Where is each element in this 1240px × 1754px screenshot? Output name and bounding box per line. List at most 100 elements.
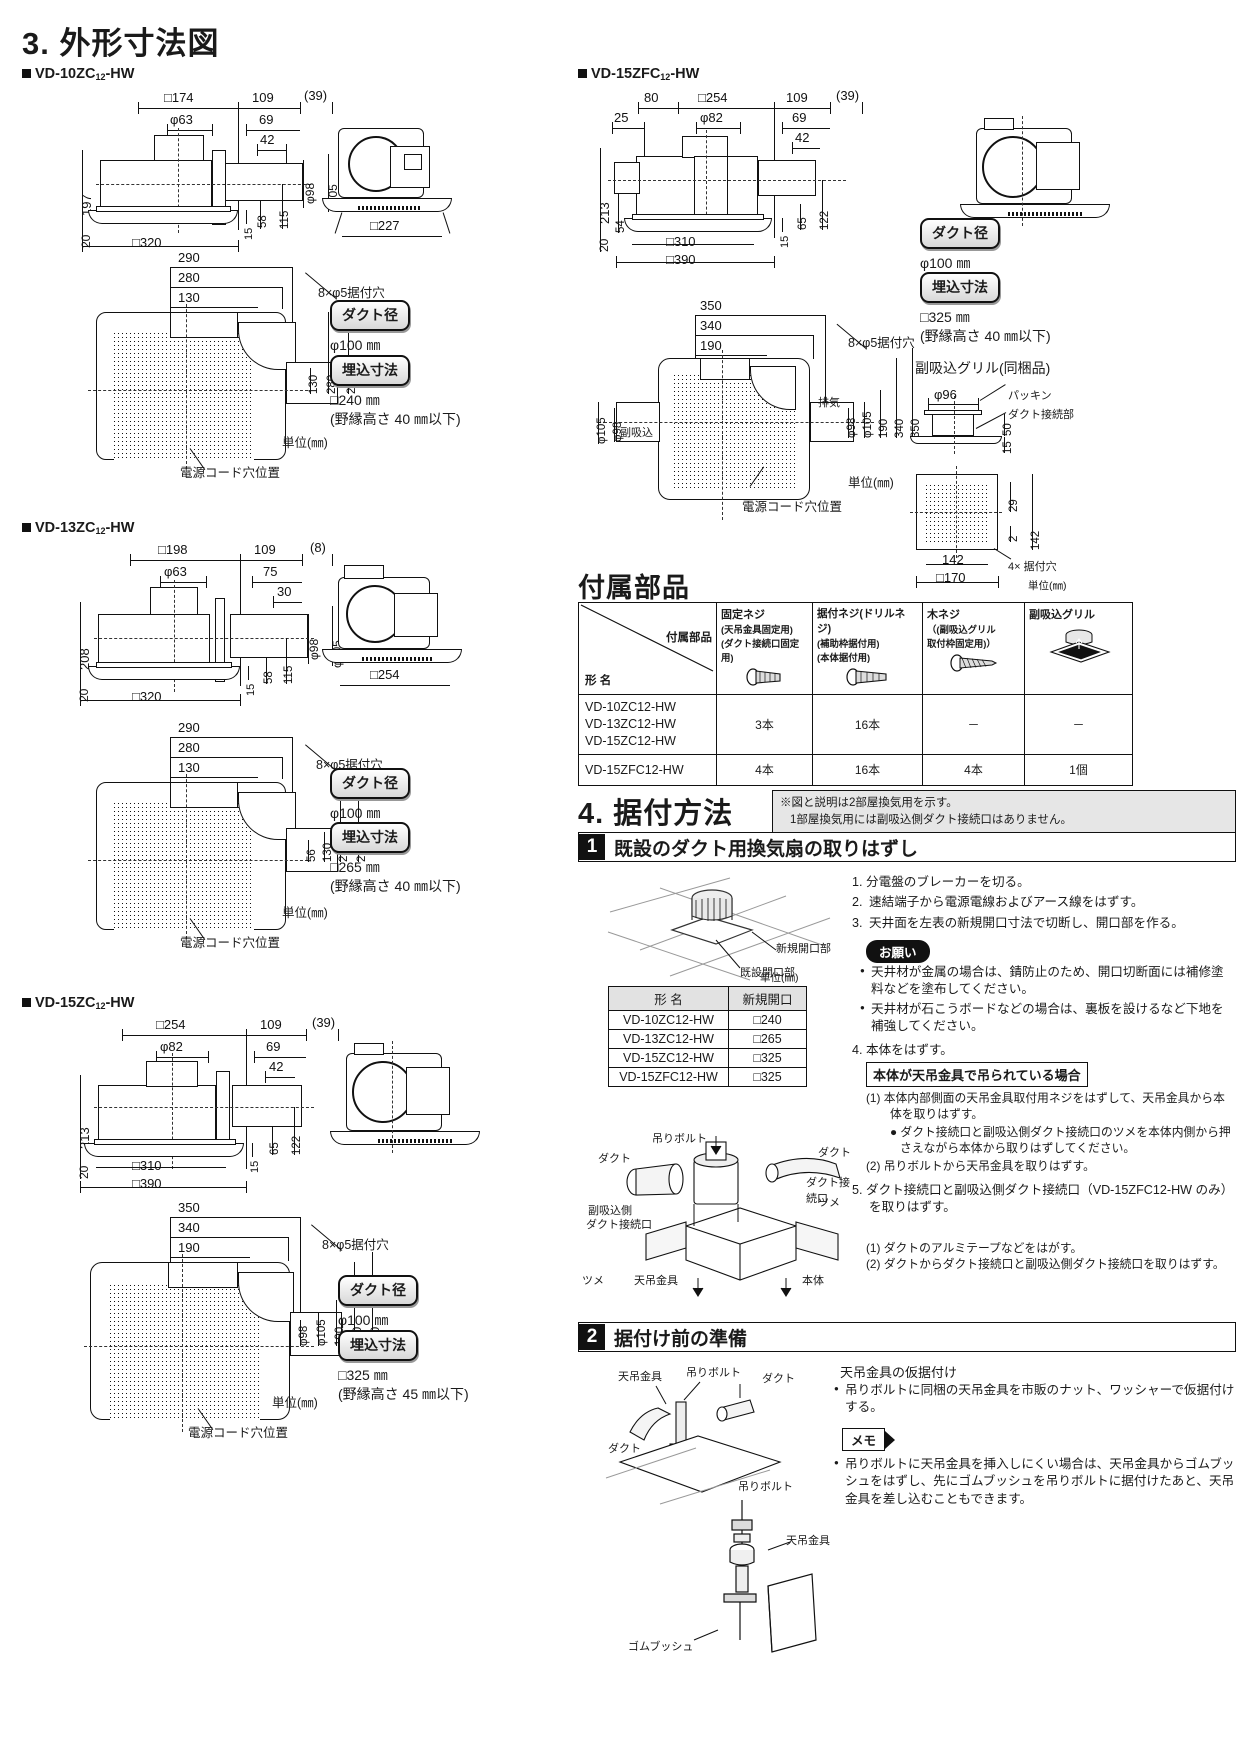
dim-390-d: □390: [666, 252, 696, 267]
step-1-boxtitle-wrap: 本体が天吊金具で吊られている場合: [866, 1062, 1088, 1087]
embed-size-note: (野縁高さ 40 ㎜以下): [330, 877, 461, 894]
parts-col-drill-screw: 据付ネジ(ドリルネジ) (補助枠据付用) (本体据付用): [812, 602, 923, 695]
dim-20-d: 20: [597, 238, 611, 252]
unit-label-3: 単位(㎜): [272, 1396, 318, 1410]
hanging-bolt-label-2: 吊りボルト: [686, 1367, 741, 1379]
parts-corner-row-label: 形 名: [585, 675, 612, 687]
main-body-label: 本体: [802, 1275, 824, 1287]
bullet-square-icon: [22, 69, 31, 78]
dim-phi82-d: φ82: [700, 110, 723, 125]
vd15zc-side-view: □254 109 (39) φ82 69 42 213 20 65 122 15: [60, 1015, 560, 1193]
dim-122-d: 122: [819, 210, 831, 230]
dim-390: □390: [132, 1176, 162, 1191]
step-1-item-2: 2.2. 速結端子から電源電線およびアース線をはずす。 速結端子から電源電線およ…: [852, 895, 1144, 910]
vd15zfc-duct-pill-group: ダクト径 φ100 ㎜: [920, 218, 1000, 273]
dim-310: □310: [132, 1158, 162, 1173]
vd10zc-right-view: □227: [320, 110, 500, 240]
dim-190-right-d: 190: [878, 418, 890, 438]
dim-30: 30: [277, 584, 292, 599]
existing-opening-label: 既設開口部: [740, 967, 795, 979]
opening-cell-model: VD-15ZC12-HW: [608, 1048, 729, 1068]
dim-340-top-d: 340: [700, 318, 722, 333]
section-3-heading: 3. 外形寸法図: [22, 26, 220, 61]
dim-174: □174: [164, 90, 194, 105]
opening-col-size: 新規開口: [728, 986, 807, 1011]
parts-cell: －: [1024, 694, 1133, 755]
parts-heading: 付属部品: [578, 573, 690, 603]
ceiling-bracket-label-2: 天吊金具: [618, 1371, 662, 1383]
vd15zfc-right-view: [960, 110, 1140, 250]
opening-cell-size: □325: [728, 1048, 807, 1068]
wood-screw-icon: [927, 652, 1020, 677]
onegai-badge: お願い: [866, 940, 930, 963]
dim-310-d: □310: [666, 234, 696, 249]
duct-label-2a: ダクト: [762, 1373, 795, 1385]
dim-142-h: 142: [942, 552, 964, 567]
duct-diameter-pill: ダクト径: [920, 218, 1000, 249]
dim-42-c: 42: [269, 1059, 284, 1074]
table-row: VD-13ZC12-HW □265: [608, 1029, 807, 1049]
embed-size-note: (野縁高さ 45 ㎜以下): [338, 1385, 469, 1402]
step-2-title: 据付け前の準備: [614, 1328, 748, 1350]
mount-hole-label-4: 8×φ5据付穴: [848, 336, 915, 350]
dim-39-d: (39): [836, 88, 860, 103]
step-2-bar: 2 据付け前の準備: [578, 1322, 1236, 1352]
exhaust-label: 排気: [818, 397, 840, 409]
parts-cell: 4本: [922, 753, 1025, 786]
opening-cell-model: VD-13ZC12-HW: [608, 1029, 729, 1049]
table-row: VD-15ZC12-HW □325: [608, 1048, 807, 1068]
dim-198: □198: [158, 542, 188, 557]
mount-hole-4x-label: 4× 据付穴: [1008, 561, 1057, 573]
subgrill-detail: φ96 パッキン ダクト接続部 50 15 29 2 142 142 □170 …: [910, 382, 1140, 592]
dim-190-top-d: 190: [700, 338, 722, 353]
opening-table: 形 名 新規開口 VD-10ZC12-HW □240 VD-13ZC12-HW …: [608, 986, 807, 1087]
duct-diameter-value: φ100 ㎜: [330, 337, 381, 353]
unit-label-2: 単位(㎜): [282, 906, 328, 920]
model-heading-vd15zfc: VD-15ZFC12-HW: [578, 66, 699, 82]
onegai-list: 天井材が金属の場合は、錆防止のため、開口切断面には補修塗料などを塗布してください…: [860, 964, 1236, 1038]
embed-size-note: (野縁高さ 40 ㎜以下): [330, 410, 461, 427]
vd10zc-plan-view: 290 280 130 8×φ5据付穴 130 280 290 単位(㎜) 電源…: [60, 250, 520, 480]
new-opening-label: 新規開口部: [776, 943, 831, 955]
dim-42-d: 42: [795, 130, 810, 145]
vd10zc-embed-pill-group: 埋込寸法 □240 ㎜ (野縁高さ 40 ㎜以下): [330, 355, 461, 429]
model-heading-vd10zc: VD-10ZC12-HW: [22, 66, 134, 82]
embed-size-note: (野縁高さ 40 ㎜以下): [920, 327, 1051, 344]
bullet-square-icon: [22, 998, 31, 1007]
power-cord-label-1: 電源コード穴位置: [180, 466, 281, 480]
dim-109: 109: [252, 90, 274, 105]
sub-intake-label: 副吸込: [620, 427, 653, 439]
parts-row-models-1: VD-10ZC12-HW VD-13ZC12-HW VD-15ZC12-HW: [578, 694, 717, 755]
dim-8: (8): [310, 540, 326, 555]
dim-20-c: 20: [77, 1165, 91, 1179]
sub-intake-grille-icon: [1029, 628, 1128, 669]
model-heading-vd13zc: VD-13ZC12-HW: [22, 520, 134, 536]
dim-phi105-c: φ105: [316, 1319, 328, 1346]
power-cord-label-3: 電源コード穴位置: [188, 1426, 289, 1440]
dim-phi82: φ82: [160, 1039, 183, 1054]
opening-table-header-row: 形 名 新規開口: [608, 986, 807, 1011]
unit-label-step1: 単位(㎜): [760, 972, 799, 984]
subgrill-title: 副吸込グリル(同梱品): [915, 360, 1051, 376]
memo-badge-wrap: メモ: [842, 1428, 886, 1451]
vd15zc-duct-pill-group: ダクト径 φ100 ㎜: [338, 1275, 418, 1330]
dim-15-sub: 15: [1002, 441, 1014, 454]
dim-80: 80: [644, 90, 659, 105]
diagonal-divider-icon: [580, 604, 714, 672]
embed-size-pill: 埋込寸法: [338, 1330, 418, 1361]
onegai-item: 天井材が石こうボードなどの場合は、裏板を設けるなど下地を補強してください。: [860, 1001, 1236, 1036]
embed-size-value: □325 ㎜: [338, 1367, 388, 1383]
duct-diameter-pill: ダクト径: [338, 1275, 418, 1306]
dim-340-top: 340: [178, 1220, 200, 1235]
dim-75: 75: [263, 564, 278, 579]
dim-39: (39): [304, 88, 328, 103]
table-row: VD-15ZFC12-HW 4本 16本 4本 1個: [578, 753, 1133, 786]
step-1-number: 1: [579, 834, 605, 860]
dim-290-top: 290: [178, 250, 200, 265]
dim-280-top-b: 280: [178, 740, 200, 755]
memo-text: 吊りボルトに天吊金具を挿入しにくい場合は、天吊金具からゴムブッシュをはずし、先に…: [834, 1456, 1236, 1508]
vd15zc-right-view: [330, 1035, 520, 1175]
parts-col-sub-grille: 副吸込グリル: [1024, 602, 1133, 695]
section-4-note: ※図と説明は2部屋換気用を示す。 1部屋換気用には副吸込側ダクト接続口はありませ…: [772, 790, 1236, 834]
dim-227: □227: [370, 218, 400, 233]
